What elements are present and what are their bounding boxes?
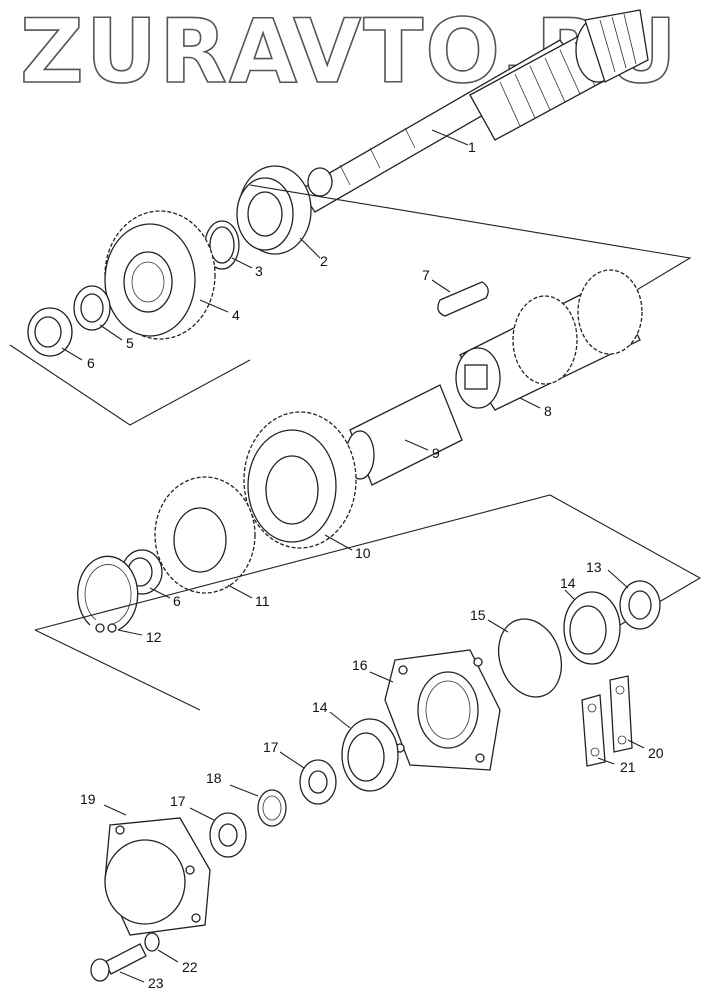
flange-housing-part bbox=[384, 649, 501, 771]
callout-label: 9 bbox=[432, 445, 440, 461]
callout-label: 23 bbox=[148, 975, 164, 991]
leader-line bbox=[157, 949, 179, 963]
needle-bearing-part bbox=[27, 307, 73, 357]
key-part bbox=[437, 281, 489, 317]
cover-part bbox=[104, 817, 211, 936]
circlip-part bbox=[77, 555, 139, 633]
callout-label: 2 bbox=[320, 253, 328, 269]
assembly-plane-line bbox=[34, 629, 201, 711]
seal-washer-part bbox=[619, 580, 661, 630]
assembly-plane-line bbox=[9, 344, 251, 426]
bearing-part bbox=[341, 718, 399, 792]
leader-line bbox=[61, 347, 83, 361]
washer-part bbox=[144, 932, 160, 952]
leader-line bbox=[117, 629, 143, 636]
leader-line bbox=[324, 534, 353, 551]
spacer-part bbox=[209, 812, 247, 858]
callout-label: 20 bbox=[648, 745, 664, 761]
leader-line bbox=[199, 299, 229, 313]
leader-line bbox=[99, 324, 123, 341]
leader-line bbox=[329, 711, 351, 729]
leader-line bbox=[189, 807, 215, 821]
gear-block-part bbox=[455, 269, 643, 411]
callout-label: 11 bbox=[255, 593, 270, 609]
leader-line bbox=[231, 257, 253, 269]
gear-part bbox=[104, 210, 216, 340]
leader-line bbox=[119, 971, 145, 983]
leader-line bbox=[431, 129, 469, 146]
leader-line bbox=[227, 584, 253, 599]
gear-part bbox=[154, 476, 256, 594]
leader-line bbox=[279, 751, 305, 769]
spacer-part bbox=[299, 759, 337, 805]
callout-label: 13 bbox=[586, 559, 602, 575]
snap-ring-part bbox=[204, 220, 240, 270]
callout-label: 6 bbox=[173, 593, 181, 609]
leader-line bbox=[564, 589, 576, 601]
lock-plate-part bbox=[609, 675, 633, 753]
callout-label: 10 bbox=[355, 545, 371, 561]
callout-label: 18 bbox=[206, 770, 222, 786]
leader-line bbox=[404, 439, 429, 451]
o-ring-part bbox=[498, 618, 562, 698]
callout-label: 17 bbox=[263, 739, 279, 755]
washer-part bbox=[73, 285, 111, 331]
leader-line bbox=[607, 569, 629, 589]
callout-label: 7 bbox=[422, 267, 430, 283]
snap-ring-part bbox=[257, 789, 287, 827]
assembly-plane-line bbox=[249, 184, 692, 301]
callout-label: 14 bbox=[560, 575, 576, 591]
leader-line bbox=[149, 587, 171, 599]
leader-line bbox=[597, 757, 615, 765]
callout-label: 4 bbox=[232, 307, 240, 323]
callout-label: 22 bbox=[182, 959, 198, 975]
leader-line bbox=[103, 804, 127, 816]
callout-label: 16 bbox=[352, 657, 368, 673]
leader-line bbox=[627, 739, 645, 749]
sleeve-part bbox=[345, 384, 463, 486]
leader-line bbox=[369, 671, 394, 683]
callout-label: 3 bbox=[255, 263, 263, 279]
callout-label: 12 bbox=[146, 629, 162, 645]
lock-plate-part bbox=[581, 694, 606, 767]
bearing-part bbox=[236, 165, 312, 255]
callout-label: 15 bbox=[470, 607, 486, 623]
leader-line bbox=[519, 397, 541, 409]
callout-label: 5 bbox=[126, 335, 134, 351]
leader-line bbox=[487, 619, 509, 633]
bolt-part bbox=[90, 943, 147, 982]
callout-label: 6 bbox=[87, 355, 95, 371]
shaft-part bbox=[299, 9, 649, 213]
callout-label: 1 bbox=[468, 139, 476, 155]
bearing-part bbox=[563, 591, 621, 665]
callout-label: 19 bbox=[80, 791, 96, 807]
leader-line bbox=[229, 784, 259, 797]
leader-line bbox=[431, 279, 451, 293]
leader-line bbox=[299, 237, 321, 259]
large-gear-part bbox=[243, 411, 357, 549]
callout-label: 21 bbox=[620, 759, 636, 775]
callout-label: 17 bbox=[170, 793, 186, 809]
callout-label: 8 bbox=[544, 403, 552, 419]
callout-label: 14 bbox=[312, 699, 328, 715]
